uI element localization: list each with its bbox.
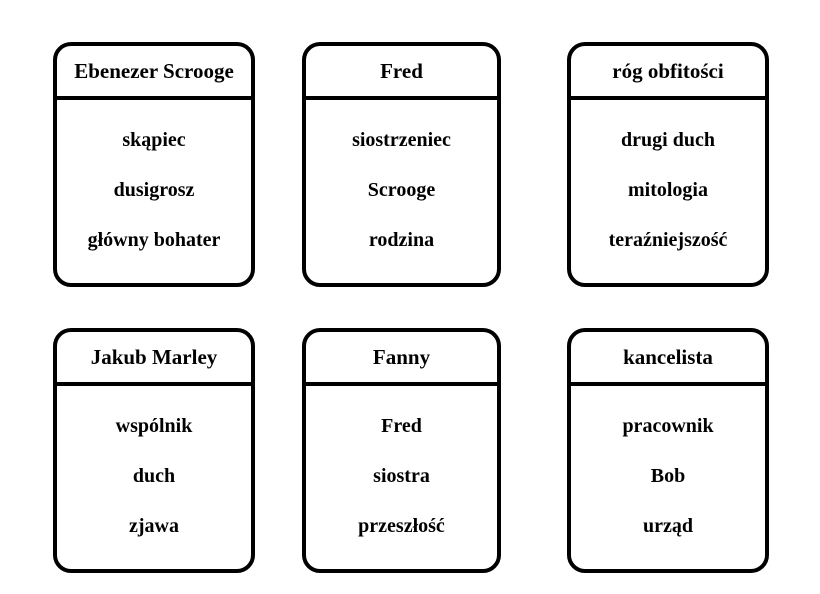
- card-item: główny bohater: [87, 229, 221, 251]
- card-body: drugi duch mitologia teraźniejszość: [571, 100, 765, 254]
- card-item: dusigrosz: [113, 179, 195, 201]
- card-header: róg obfitości: [571, 46, 765, 100]
- flashcard-ebenezer-scrooge: Ebenezer Scrooge skąpiec dusigrosz główn…: [53, 42, 255, 287]
- card-body: skąpiec dusigrosz główny bohater: [57, 100, 251, 254]
- card-header: Fanny: [306, 332, 497, 386]
- card-item: mitologia: [628, 179, 708, 201]
- flashcard-rog-obfitosci: róg obfitości drugi duch mitologia teraź…: [567, 42, 769, 287]
- card-item: siostra: [373, 465, 430, 487]
- card-title: Ebenezer Scrooge: [74, 58, 234, 83]
- card-body: Fred siostra przeszłość: [306, 386, 497, 540]
- card-item: Scrooge: [367, 179, 436, 201]
- flashcard-jakub-marley: Jakub Marley wspólnik duch zjawa: [53, 328, 255, 573]
- card-title: Fred: [380, 58, 423, 83]
- card-header: Ebenezer Scrooge: [57, 46, 251, 100]
- card-item: pracownik: [622, 415, 714, 437]
- card-header: Jakub Marley: [57, 332, 251, 386]
- card-title: kancelista: [623, 344, 713, 369]
- card-header: Fred: [306, 46, 497, 100]
- card-item: wspólnik: [115, 415, 193, 437]
- card-title: Jakub Marley: [90, 344, 218, 369]
- card-item: siostrzeniec: [352, 129, 451, 151]
- card-item: drugi duch: [621, 129, 715, 151]
- card-item: teraźniejszość: [608, 229, 728, 251]
- card-item: Fred: [381, 415, 422, 437]
- card-item: Bob: [650, 465, 686, 487]
- card-item: rodzina: [368, 229, 435, 251]
- card-header: kancelista: [571, 332, 765, 386]
- card-item: duch: [132, 465, 176, 487]
- card-body: pracownik Bob urząd: [571, 386, 765, 540]
- flashcard-fanny: Fanny Fred siostra przeszłość: [302, 328, 501, 573]
- card-item: skąpiec: [122, 129, 186, 151]
- flashcard-fred: Fred siostrzeniec Scrooge rodzina: [302, 42, 501, 287]
- flashcard-kancelista: kancelista pracownik Bob urząd: [567, 328, 769, 573]
- card-item: przeszłość: [358, 515, 445, 537]
- card-title: Fanny: [372, 344, 431, 369]
- card-body: siostrzeniec Scrooge rodzina: [306, 100, 497, 254]
- card-body: wspólnik duch zjawa: [57, 386, 251, 540]
- card-item: urząd: [643, 515, 693, 537]
- card-title: róg obfitości: [612, 58, 724, 83]
- card-item: zjawa: [129, 515, 179, 537]
